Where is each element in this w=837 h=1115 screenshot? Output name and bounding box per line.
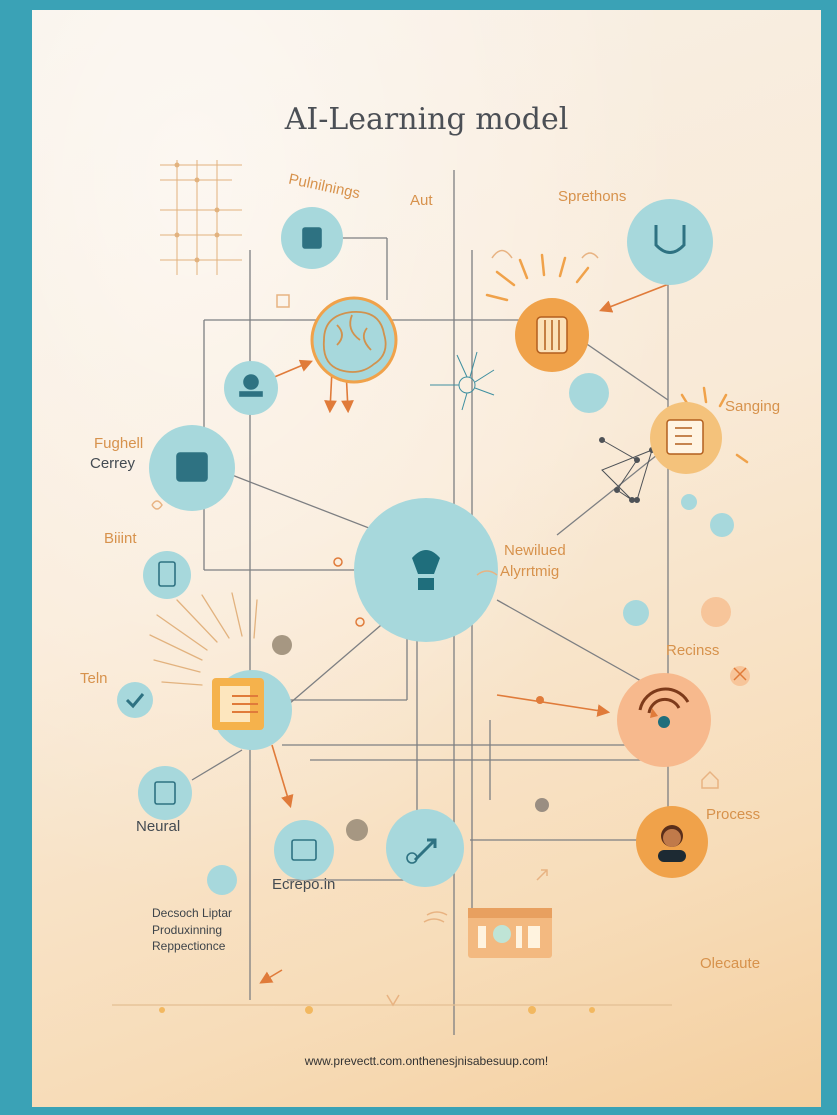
label-sprethons: Sprethons — [558, 188, 627, 205]
label-newilued: Newilued — [504, 542, 566, 559]
bottom-left-line-3: Reppectionce — [152, 939, 226, 953]
label-sanging: Sanging — [725, 398, 781, 415]
label-biiint: Biiint — [104, 530, 137, 547]
label-process: Process — [706, 806, 761, 823]
dot-grid-decoration — [160, 160, 242, 275]
decorative-doodles — [151, 249, 719, 1007]
face-avatar-icon — [658, 825, 686, 862]
brain-icon — [322, 311, 387, 373]
label-cerrey: Cerrey — [90, 455, 136, 472]
footer-url[interactable]: www.prevectt.com.onthenesjnisabesuup.com… — [304, 1054, 549, 1068]
label-olecaute: Olecaute — [700, 955, 761, 972]
close-icon — [733, 667, 747, 681]
browser-window-icon — [468, 908, 552, 958]
left-sunburst-rays — [149, 592, 258, 686]
label-ecrepoin: Ecrepo.in — [272, 876, 336, 893]
label-teln: Teln — [80, 670, 108, 687]
folder-icon — [212, 678, 264, 730]
network-graph-sketch — [599, 437, 655, 503]
node-icons — [125, 225, 686, 864]
teal-nodes — [117, 199, 734, 895]
label-recinss: Recinss — [666, 642, 720, 659]
label-neural: Neural — [136, 818, 181, 835]
page-title: AI-Learning model — [284, 102, 569, 137]
orange-node-icons — [536, 316, 704, 455]
label-fughell: Fughell — [94, 435, 144, 452]
poster: AI-Learning model Pulnilnings Aut Spreth… — [32, 10, 821, 1107]
circuit-sketch — [430, 351, 495, 411]
gauge-icon — [638, 687, 690, 728]
diagram-canvas — [112, 160, 750, 1035]
bottom-left-line-2: Produxinning — [152, 923, 223, 937]
bottom-left-line-1: Decsoch Liptar — [152, 906, 233, 920]
line-dots — [159, 557, 595, 1014]
label-aut: Aut — [410, 192, 433, 209]
label-alyrrtmig: Alyrrtmig — [500, 563, 560, 580]
